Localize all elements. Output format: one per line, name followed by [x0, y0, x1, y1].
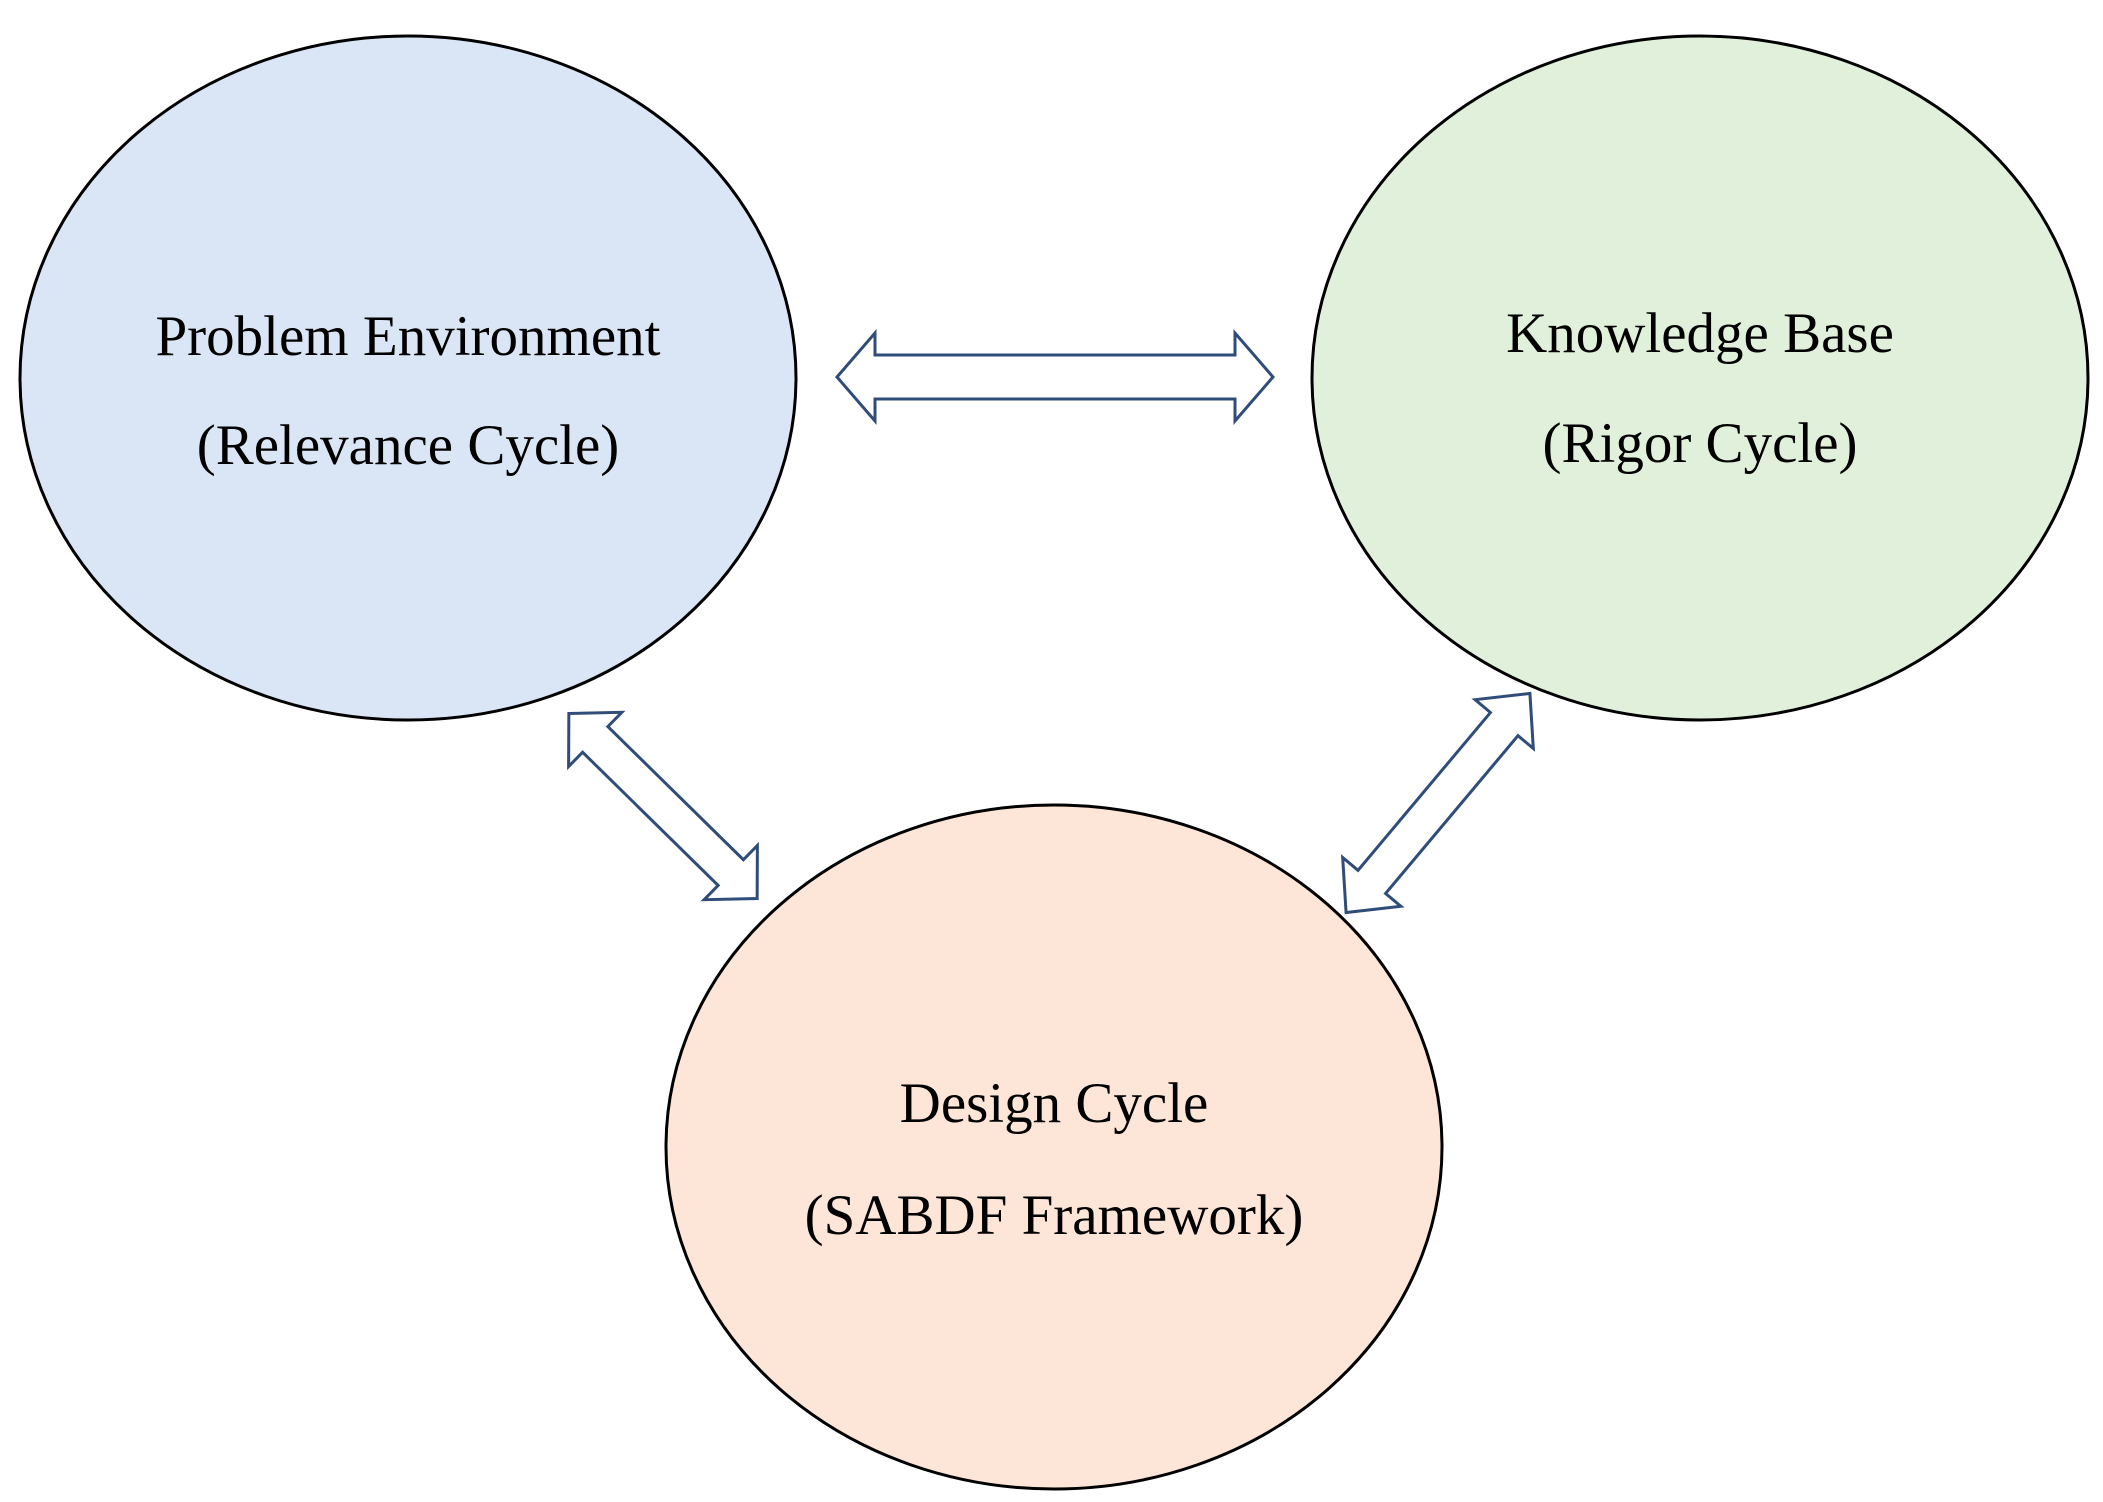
- design-cycle-subtitle: (SABDF Framework): [805, 1184, 1304, 1247]
- double-arrow-problem-knowledge: [835, 328, 1275, 426]
- design-cycle-title: Design Cycle: [900, 1072, 1209, 1135]
- problem-environment-subtitle: (Relevance Cycle): [197, 414, 620, 477]
- node-design-cycle: Design Cycle (SABDF Framework): [664, 803, 1444, 1491]
- arrow-problem-knowledge: [835, 328, 1275, 426]
- double-arrow-problem-design: [567, 710, 759, 902]
- double-arrow-knowledge-design: [1340, 691, 1536, 915]
- knowledge-base-ellipse: [1310, 34, 2090, 722]
- knowledge-base-subtitle: (Rigor Cycle): [1542, 412, 1857, 475]
- knowledge-base-title: Knowledge Base: [1506, 302, 1894, 365]
- problem-environment-title: Problem Environment: [155, 305, 660, 368]
- problem-environment-ellipse: [18, 34, 798, 722]
- node-knowledge-base: Knowledge Base (Rigor Cycle): [1310, 34, 2090, 722]
- design-cycle-ellipse: [664, 803, 1444, 1491]
- arrow-problem-design: [567, 710, 759, 902]
- node-problem-environment: Problem Environment (Relevance Cycle): [18, 34, 798, 722]
- arrow-knowledge-design: [1340, 691, 1536, 915]
